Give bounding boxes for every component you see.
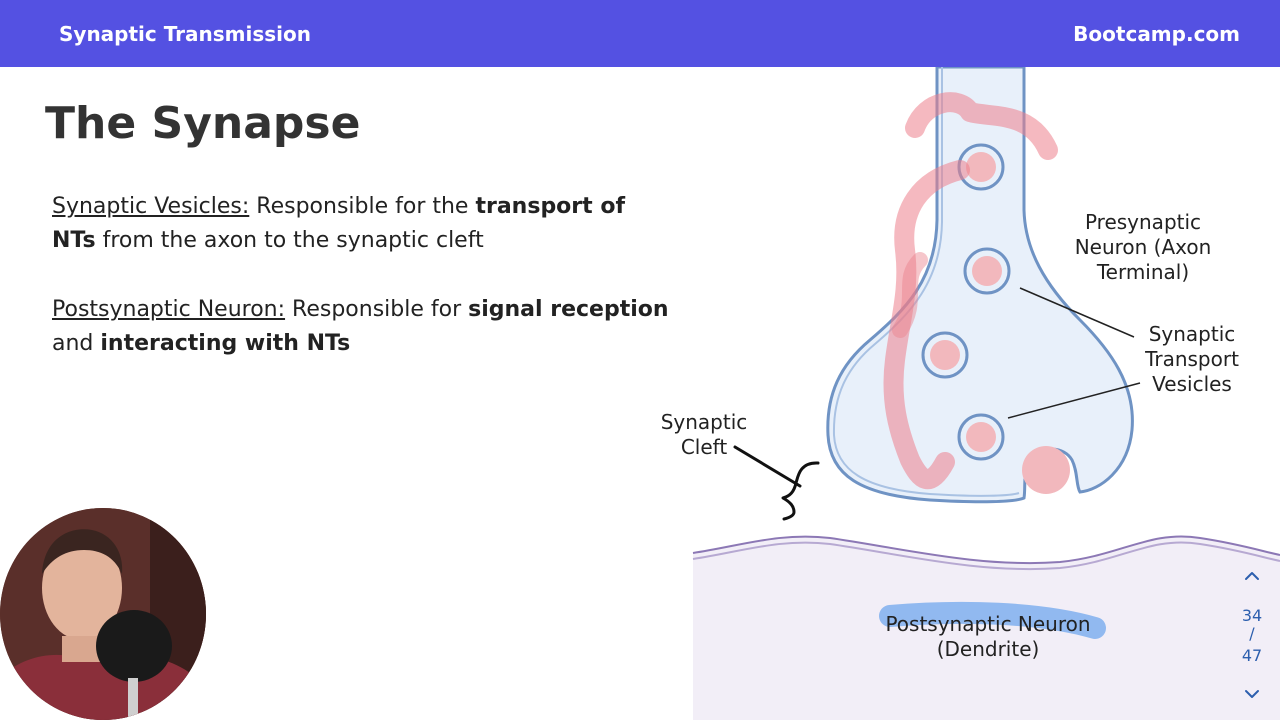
vesicle-3-nt	[930, 340, 960, 370]
para1-text1: Responsible for the	[249, 194, 476, 219]
vesicle-fusing	[1022, 446, 1070, 494]
label-synaptic-vesicles: Synaptic Transport Vesicles	[1145, 322, 1239, 396]
chevron-down-icon[interactable]	[1242, 684, 1262, 704]
cleft-pointer-line	[733, 445, 802, 488]
vesicle-1-nt	[966, 152, 996, 182]
vesicles-description: Synaptic Vesicles: Responsible for the t…	[52, 190, 672, 258]
label-postsynaptic-line2: (Dendrite)	[936, 637, 1040, 661]
label-postsynaptic-line1: Postsynaptic Neuron	[885, 612, 1091, 636]
postsynaptic-description: Postsynaptic Neuron: Responsible for sig…	[52, 293, 672, 361]
postsynaptic-membrane-outer	[692, 535, 1280, 565]
label-postsynaptic-neuron: Postsynaptic Neuron (Dendrite)	[872, 612, 1104, 662]
pink-annotation-stroke	[883, 92, 1058, 490]
postsynaptic-membrane-fill	[693, 536, 1280, 720]
pager-separator: /	[1249, 624, 1255, 643]
pink-annotation-wave	[892, 252, 928, 338]
para2-bold2: interacting with NTs	[100, 331, 351, 356]
presenter-webcam	[0, 508, 206, 720]
para1-bold1: transport of NTs	[52, 194, 626, 253]
para2-text1: Responsible for	[285, 297, 469, 322]
axon-terminal-inner-outline	[832, 67, 1020, 497]
slide-title: The Synapse	[45, 98, 361, 149]
site-name[interactable]: Bootcamp.com	[1073, 22, 1240, 46]
blue-annotation-stroke	[879, 601, 1106, 639]
synapse-diagram	[620, 67, 1280, 720]
label-synaptic-cleft: Synaptic Cleft	[660, 410, 748, 459]
slide-pager: 34 / 47	[1232, 566, 1272, 706]
current-slide-number: 34	[1241, 606, 1263, 625]
synapse-diagram-svg	[692, 67, 1280, 720]
postsynaptic-membrane-inner	[692, 541, 1280, 571]
chevron-up-icon[interactable]	[1242, 566, 1262, 586]
total-slide-count: 47	[1241, 646, 1263, 665]
vesicle-leader-line	[1007, 382, 1141, 419]
term-postsynaptic-neuron: Postsynaptic Neuron:	[52, 297, 286, 322]
vesicle-2-nt	[972, 256, 1002, 286]
course-title: Synaptic Transmission	[59, 22, 312, 46]
label-presynaptic-neuron: Presynaptic Neuron (Axon Terminal)	[1074, 210, 1212, 284]
cleft-brace	[781, 461, 820, 521]
vesicle-4-nt	[966, 422, 996, 452]
para1-text2: from the axon to the synaptic cleft	[95, 228, 484, 253]
para2-bold1: signal reception	[468, 297, 669, 322]
slide-header: Synaptic Transmission Bootcamp.com	[0, 0, 1280, 67]
para2-text2: and	[52, 331, 101, 356]
presenter-video-frame	[0, 508, 206, 720]
term-synaptic-vesicles: Synaptic Vesicles:	[52, 194, 250, 219]
presynaptic-leader-line	[1019, 287, 1135, 338]
